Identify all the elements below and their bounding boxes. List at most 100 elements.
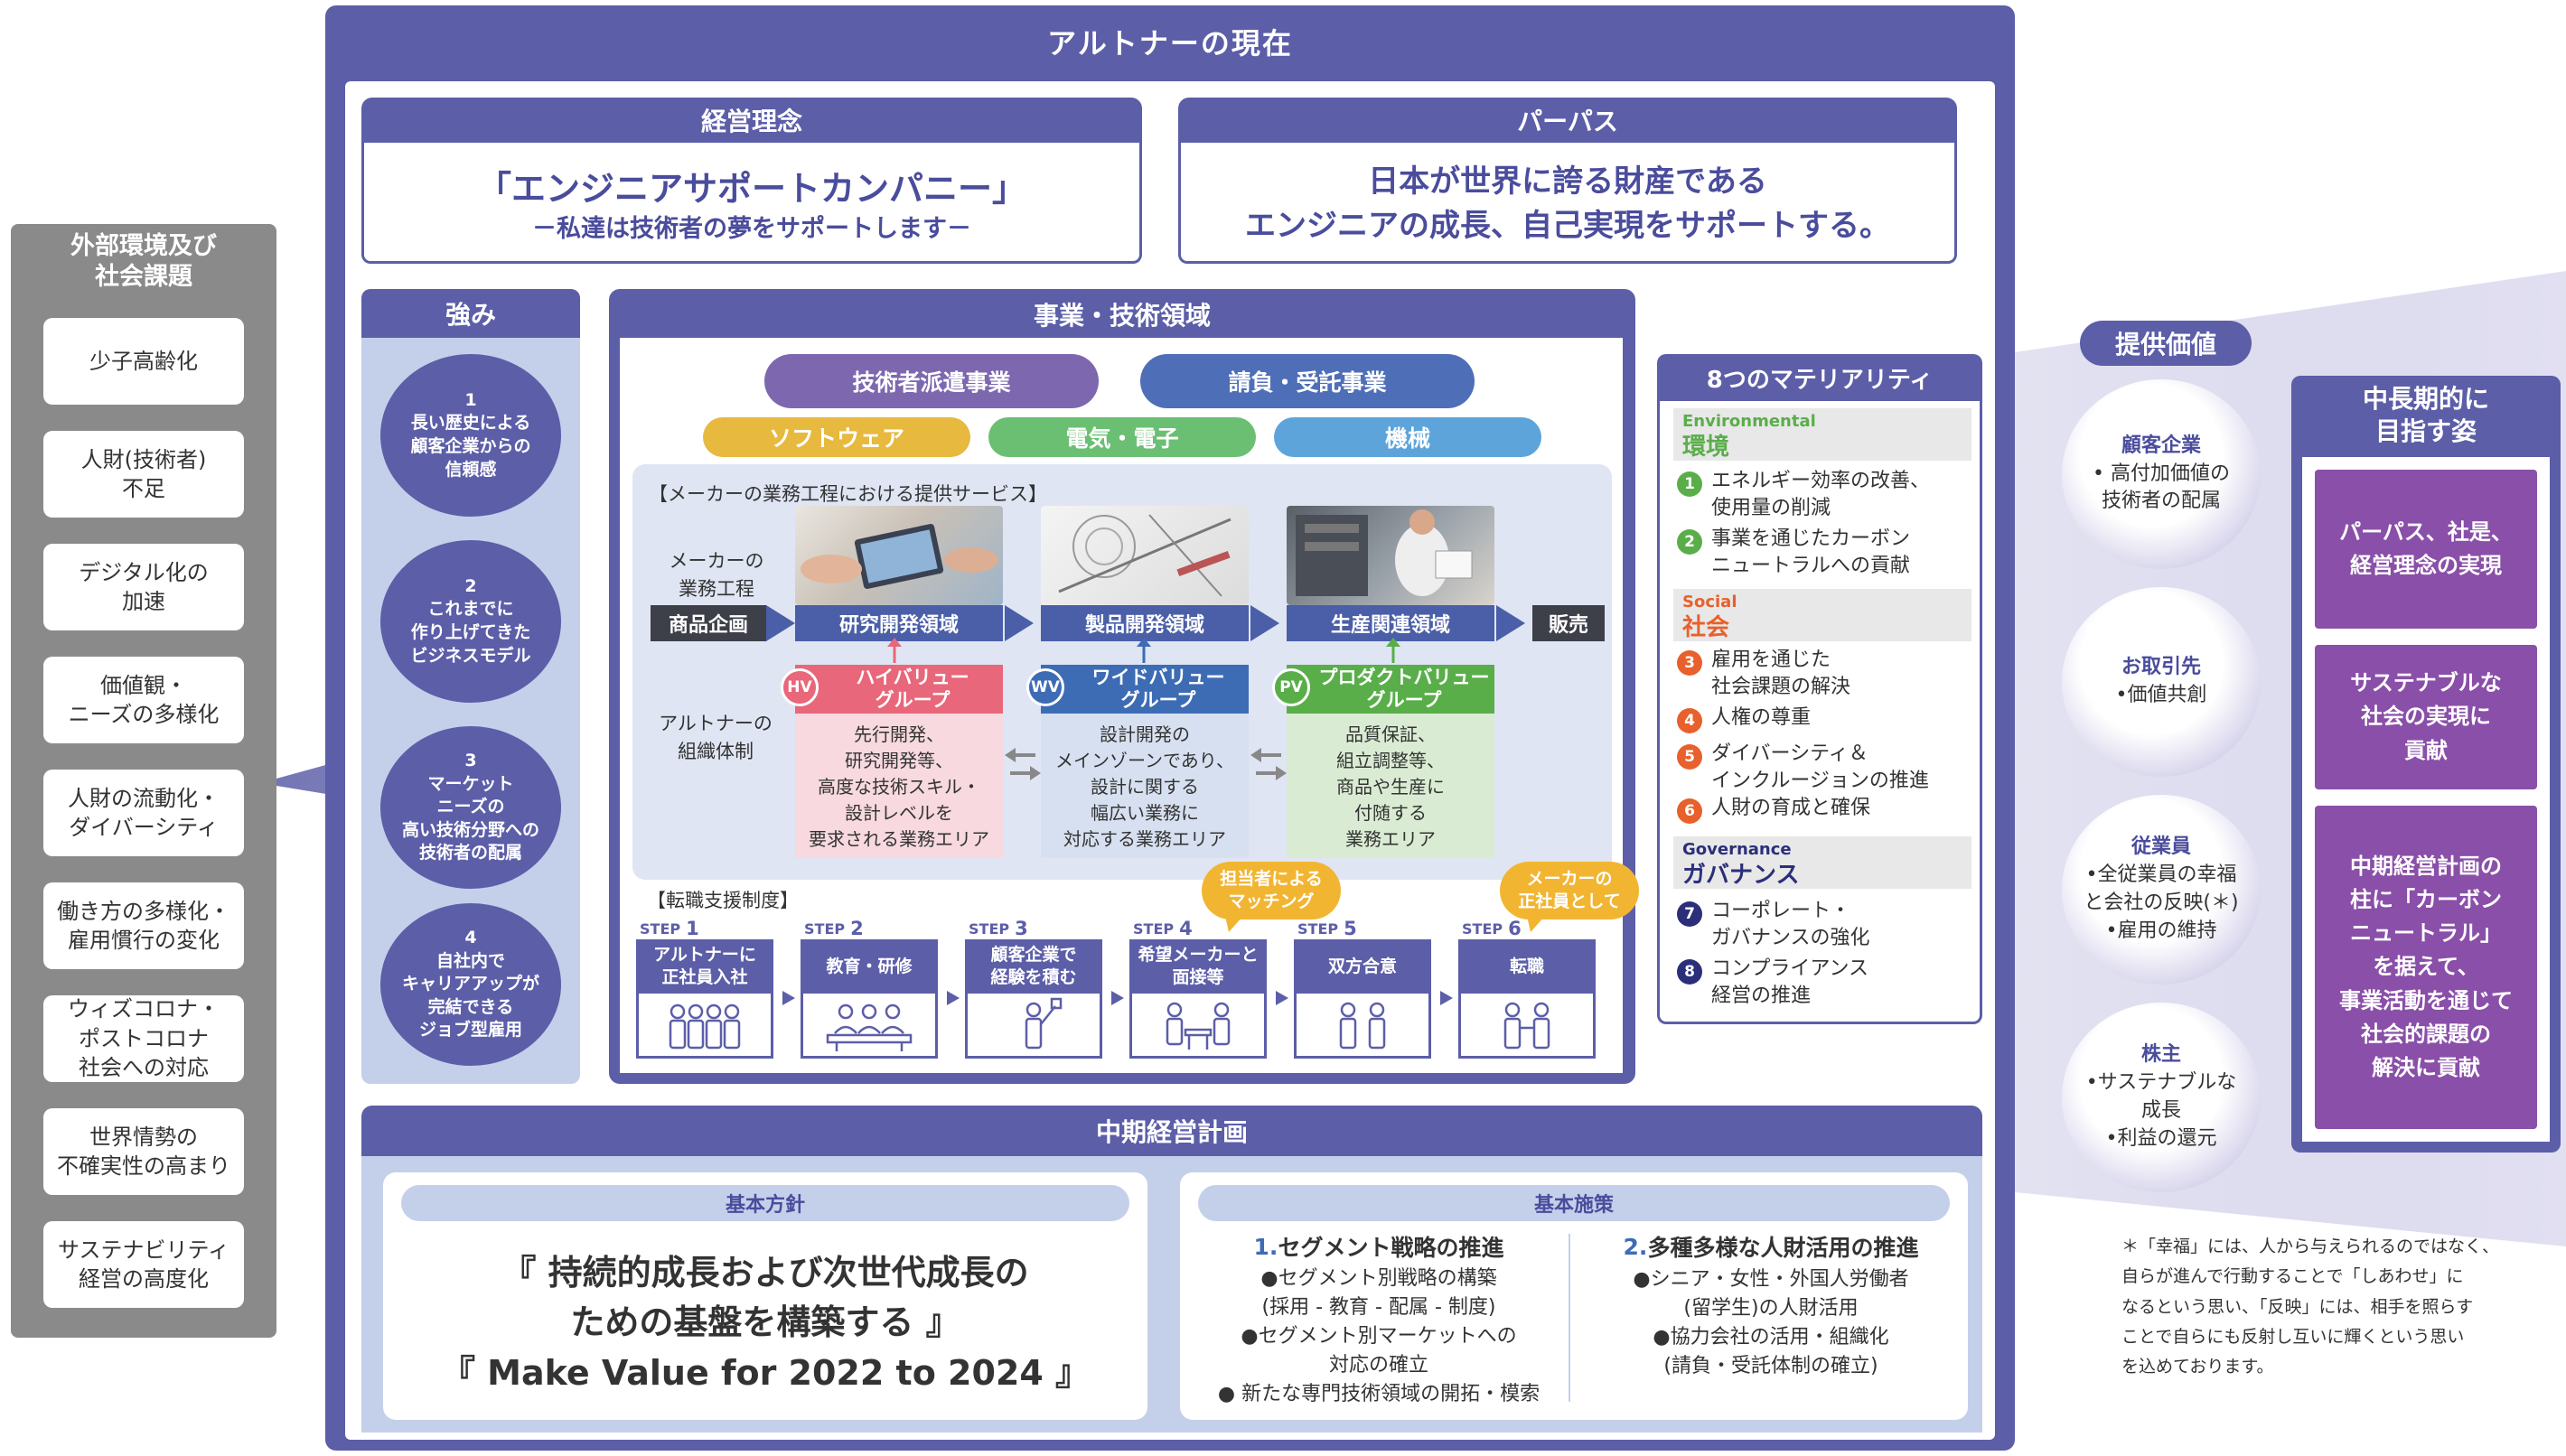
materiality-item: 雇用を通じた 社会課題の解決 bbox=[1711, 649, 1851, 698]
measure-2-title: 2.多種多様な人財活用の推進 bbox=[1623, 1233, 1919, 1262]
category-social: Social 社会 bbox=[1673, 589, 1971, 641]
goal-item: サステナブルな 社会の実現に 貢献 bbox=[2315, 645, 2537, 789]
job-change-icon bbox=[1503, 1002, 1550, 1050]
category-en: Social bbox=[1682, 593, 1737, 611]
business-type-pill: 技術者派遣事業 bbox=[764, 354, 1099, 408]
materiality-number: 3 bbox=[1677, 650, 1702, 676]
strength-circle: 2 これまでに 作り上げてきた ビジネスモデル bbox=[380, 540, 561, 703]
materiality-box bbox=[1657, 401, 1982, 1024]
social-issue-item: 少子高齢化 bbox=[43, 318, 244, 405]
tech-field-pill: 機械 bbox=[1274, 417, 1541, 457]
group-up-arrows bbox=[887, 638, 1400, 663]
category-governance: Governance ガバナンス bbox=[1673, 836, 1971, 889]
step-arrows bbox=[782, 991, 1453, 1005]
materiality-item: コンプライアンス 経営の推進 bbox=[1711, 957, 1869, 1007]
philosophy-header: 経営理念 bbox=[361, 98, 1142, 143]
goal-item: 中期経営計画の 柱に「カーボン ニュートラル」 を据えて、 事業活動を通じて 社… bbox=[2315, 806, 2537, 1129]
pv-badge: PV bbox=[1272, 668, 1310, 706]
process-sales: 販売 bbox=[1532, 605, 1605, 641]
social-issue-item: 人財(技術者) 不足 bbox=[43, 431, 244, 518]
value-body: •価値共創 bbox=[2115, 684, 2207, 706]
altner-org-label: アルトナーの 組織体制 bbox=[659, 712, 773, 763]
people-group-icon bbox=[669, 1003, 741, 1050]
process-product-dev: 製品開発領域 bbox=[1041, 605, 1249, 641]
materiality-item: 事業を通じたカーボン ニュートラルへの貢献 bbox=[1711, 527, 1911, 577]
business-area-title: 事業・技術領域 bbox=[1033, 301, 1211, 331]
philosophy-box bbox=[361, 143, 1142, 264]
process-arrows bbox=[766, 605, 1525, 641]
value-body: •サステナブルな 成長 •利益の還元 bbox=[2085, 1071, 2237, 1150]
agreement-icon bbox=[1339, 1002, 1386, 1050]
value-head: お取引先 bbox=[2121, 656, 2201, 679]
materiality-header: 8つのマテリアリティ bbox=[1657, 354, 1982, 401]
materiality-item: エネルギー効率の改善、 使用量の削減 bbox=[1711, 470, 1931, 519]
long-term-goal-title: 中長期的に 目指す姿 bbox=[2362, 383, 2489, 446]
footnote: ＊「幸福」には、人から与えられるのではなく、 自らが進んで行動することで「しあわ… bbox=[2121, 1237, 2500, 1377]
materiality-number: 8 bbox=[1677, 959, 1702, 985]
materiality-item: コーポレート・ ガバナンスの強化 bbox=[1711, 900, 1870, 949]
social-issue-item: サステナビリティ 経営の高度化 bbox=[43, 1221, 244, 1308]
research-photo bbox=[795, 506, 1003, 605]
training-icon bbox=[826, 1003, 913, 1051]
employee-bubble: メーカーの 正社員として bbox=[1500, 862, 1639, 919]
value-body: •全従業員の幸福 と会社の反映(＊) •雇用の維持 bbox=[2084, 863, 2239, 942]
product-dev-photo bbox=[1041, 506, 1249, 605]
step-title: 双方合意 bbox=[1294, 939, 1431, 994]
production-photo bbox=[1287, 506, 1494, 605]
philosophy-main: 「エンジニアサポートカンパニー」 bbox=[476, 168, 1026, 209]
current-state-title: アルトナーの現在 bbox=[1047, 26, 1293, 61]
measure-divider bbox=[1569, 1234, 1570, 1402]
matching-bubble: 担当者による マッチング bbox=[1202, 862, 1341, 919]
materiality-item: ダイバーシティ＆ インクルージョンの推進 bbox=[1711, 742, 1929, 792]
value-body: • 高付加価値の 技術者の配属 bbox=[2093, 462, 2230, 513]
category-jp: 社会 bbox=[1682, 614, 1730, 641]
materiality-number: 1 bbox=[1677, 471, 1702, 497]
career-change-label: 【転職支援制度】 bbox=[647, 890, 799, 911]
value-head: 株主 bbox=[2140, 1043, 2181, 1067]
step-title: 顧客企業で 経験を積む bbox=[965, 939, 1102, 994]
tech-field-pill: 電気・電子 bbox=[988, 417, 1256, 457]
value-circle-customers: 顧客企業 • 高付加価値の 技術者の配属 bbox=[2062, 379, 2261, 569]
philosophy-sub: －私達は技術者の夢をサポートします－ bbox=[532, 214, 971, 243]
purpose-box bbox=[1178, 143, 1957, 264]
category-en: Environmental bbox=[1682, 412, 1816, 431]
business-type-pill: 請負・受託事業 bbox=[1140, 354, 1475, 408]
category-jp: ガバナンス bbox=[1682, 862, 1800, 889]
pv-group-name: プロダクトバリュー グループ bbox=[1287, 665, 1494, 714]
category-environmental: Environmental 環境 bbox=[1673, 408, 1971, 461]
hv-group-desc: 先行開発、 研究開発等、 高度な技術スキル・ 設計レベルを 要求される業務エリア bbox=[809, 723, 989, 850]
step-title: 希望メーカーと 面接等 bbox=[1129, 939, 1267, 994]
maker-process-label: メーカーの 業務工程 bbox=[669, 549, 764, 601]
external-environment-title: 外部環境及び 社会課題 bbox=[70, 232, 217, 291]
worker-icon bbox=[1025, 997, 1063, 1050]
purpose-text: 日本が世界に誇る財産である エンジニアの成長、自己実現をサポートする。 bbox=[1245, 163, 1890, 244]
materiality-number: 7 bbox=[1677, 901, 1702, 927]
basic-policy-title: 基本方針 bbox=[401, 1185, 1129, 1221]
step-title: アルトナーに 正社員入社 bbox=[636, 939, 773, 994]
value-head: 顧客企業 bbox=[2121, 434, 2201, 457]
midterm-plan-header: 中期経営計画 bbox=[361, 1106, 1982, 1156]
category-jp: 環境 bbox=[1682, 434, 1730, 461]
social-issue-item: 世界情勢の 不確実性の高まり bbox=[43, 1108, 244, 1195]
service-label: 【メーカーの業務工程における提供サービス】 bbox=[649, 483, 1047, 505]
value-circle-partners: お取引先 •価値共創 bbox=[2062, 587, 2261, 777]
measure-1-items: ●セグメント別戦略の構築 (採用 - 教育 - 配属 - 制度) ●セグメント別… bbox=[1217, 1267, 1541, 1405]
materiality-number: 4 bbox=[1677, 708, 1702, 733]
hv-group-name: ハイバリュー グループ bbox=[795, 665, 1003, 714]
value-circle-shareholders: 株主 •サステナブルな 成長 •利益の還元 bbox=[2062, 1003, 2261, 1192]
materiality-item: 人財の育成と確保 bbox=[1711, 797, 1871, 819]
process-research: 研究開発領域 bbox=[795, 605, 1003, 641]
process-planning: 商品企画 bbox=[651, 605, 766, 641]
social-issue-item: デジタル化の 加速 bbox=[43, 544, 244, 630]
wv-group-desc: 設計開発の メインゾーンであり、 設計に関する 幅広い業務に 対応する業務エリア bbox=[1055, 723, 1234, 850]
social-issue-item: ウィズコロナ・ ポストコロナ 社会への対応 bbox=[43, 995, 244, 1082]
social-issue-item: 働き方の多様化・ 雇用慣行の変化 bbox=[43, 882, 244, 969]
purpose-header: パーパス bbox=[1178, 98, 1957, 143]
materiality-number: 6 bbox=[1677, 798, 1702, 824]
